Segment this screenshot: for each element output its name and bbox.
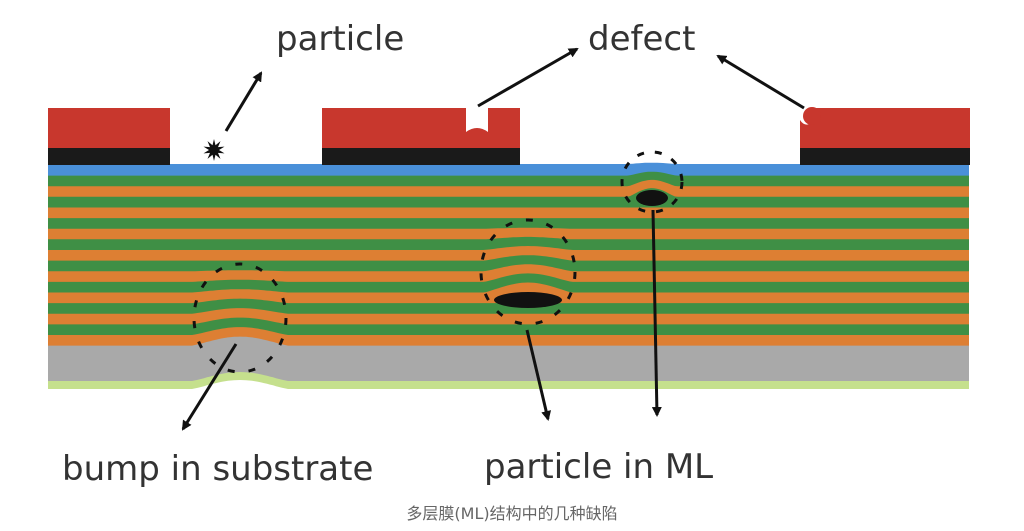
ml-particle-large [494,292,562,308]
absorber-block-left [48,108,170,165]
label-particle: particle [276,19,404,59]
ml-layer-green [48,187,969,208]
label-bump-in-substrate: bump in substrate [62,449,373,489]
ml-particle-highlight-circle [479,218,577,326]
ml-layer-green [48,272,969,293]
ml-particle-arrow [525,329,552,421]
multilayer-stack [48,162,969,389]
substrate-layer [48,336,969,381]
label-particle-in-ml: particle in ML [484,447,713,487]
ml-layer-orange [48,326,969,346]
absorber-block-middle [322,108,520,165]
bump-arrow [181,343,238,431]
ml-particle-small [636,190,668,206]
surface-particle-icon [203,139,225,161]
defect-arrow-left [477,47,579,108]
particle-arrow [224,71,263,132]
ml-layer-green [48,236,969,250]
capping-layer [48,162,969,176]
label-defect: defect [588,19,695,59]
ml-layer-orange [48,206,969,219]
defect-arrow-right [716,54,805,110]
ml-layer-green [48,254,969,272]
ml-layer-green [48,317,969,335]
ml-layer-orange [48,263,969,282]
absorber-notch-defect [466,108,488,132]
ml-layer-orange [48,227,969,240]
ml-layer-orange [48,282,969,304]
bump-highlight-circle [192,262,288,374]
ml-layer-orange [48,245,969,261]
top-particle-highlight-circle [620,150,684,214]
figure-caption: 多层膜(ML)结构中的几种缺陷 [406,504,618,523]
top-particle-arrow [651,209,662,417]
ml-layer-orange [48,179,969,197]
ml-layer-green [48,171,969,187]
absorber-block-right [800,107,970,165]
